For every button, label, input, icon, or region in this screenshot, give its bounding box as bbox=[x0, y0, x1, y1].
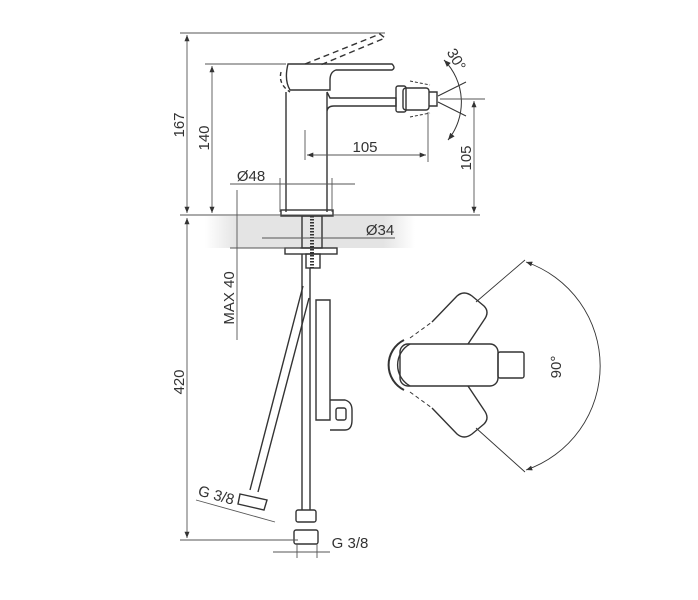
dim-spout-height: 105 bbox=[458, 145, 475, 170]
dim-connection-left: G 3/8 bbox=[196, 483, 236, 509]
dimension-lines bbox=[180, 32, 485, 558]
dim-max-deck-thickness: MAX 40 bbox=[221, 271, 238, 324]
dim-handle-rotation: 90° bbox=[548, 356, 565, 379]
faucet-top-view bbox=[387, 259, 601, 473]
faucet-side-view bbox=[237, 33, 467, 545]
dim-total-height: 167 bbox=[171, 112, 188, 137]
dim-aerator-angle: 30° bbox=[443, 46, 469, 74]
dim-shank-diameter: Ø34 bbox=[366, 222, 394, 239]
dim-connection-right: G 3/8 bbox=[332, 535, 369, 552]
dim-hose-length: 420 bbox=[171, 369, 188, 394]
dim-spout-reach: 105 bbox=[352, 139, 377, 156]
dim-body-height: 140 bbox=[196, 125, 213, 150]
dim-base-diameter: Ø48 bbox=[237, 168, 265, 185]
